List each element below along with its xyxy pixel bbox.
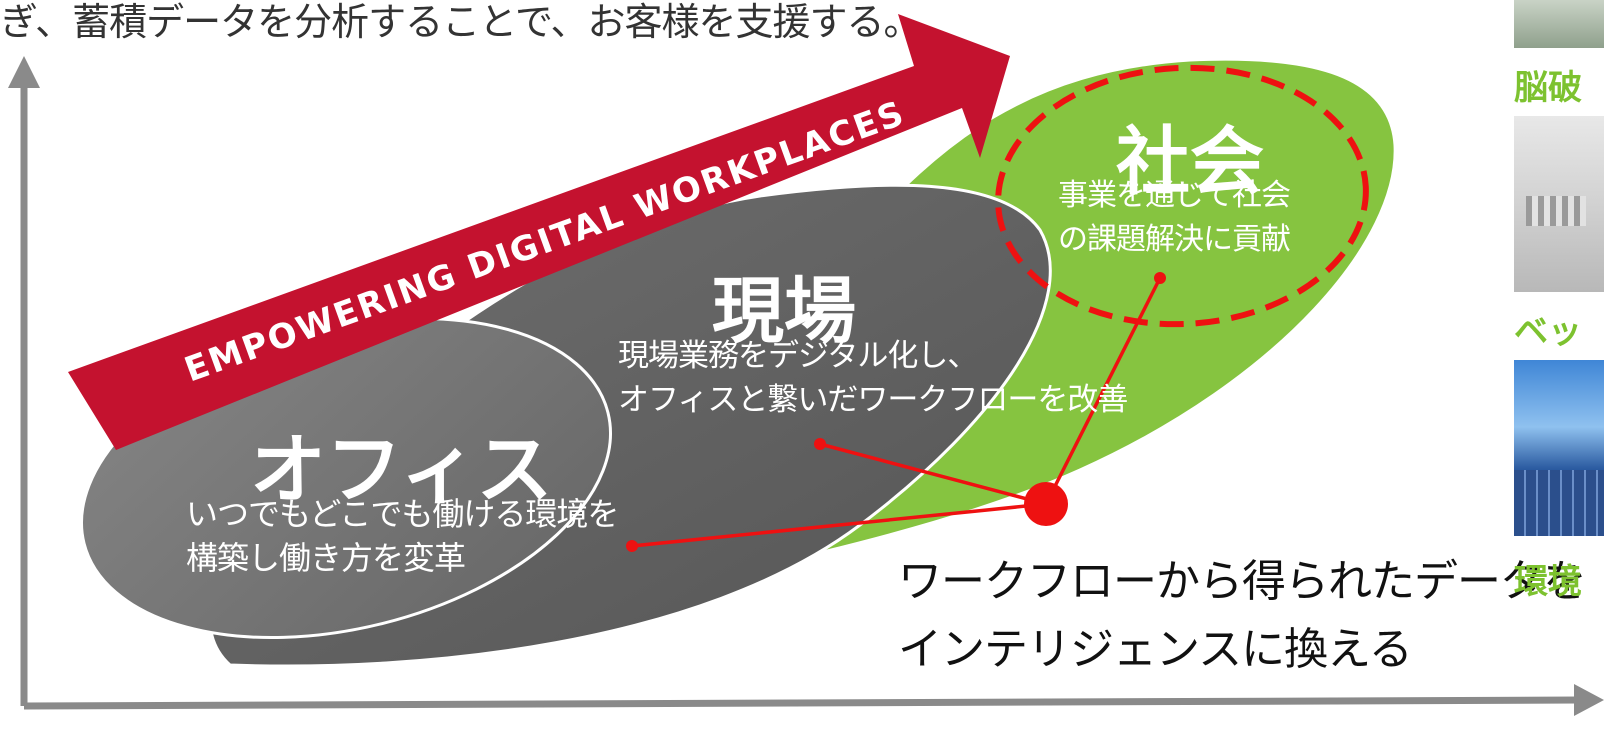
callout-line: インテリジェンスに換える <box>898 624 1413 675</box>
office-description-line: 構築し働き方を変革 <box>186 539 466 577</box>
x-axis <box>23 696 1581 710</box>
data-hub-dot <box>1024 482 1068 526</box>
field-point <box>814 438 826 450</box>
side-label-1: 脳破 <box>1514 68 1582 108</box>
society-description-line: 事業を通じて社会 <box>1058 178 1291 213</box>
solar-panel-grid <box>1514 470 1604 536</box>
office-description: いつでもどこでも働ける環境を 構築し働き方を変革 <box>186 492 619 580</box>
field-title: 現場 <box>712 269 857 353</box>
society-title: 社会 <box>1116 119 1264 205</box>
side-image-solar <box>1514 360 1604 536</box>
field-description-line: オフィスと繋いだワークフローを改善 <box>618 382 1128 418</box>
field-description: 現場業務をデジタル化し、 オフィスと繋いだワークフローを改善 <box>618 334 1128 422</box>
data-intelligence-callout: ワークフローから得られたデータを インテリジェンスに換える <box>898 548 1587 684</box>
top-caption: ぎ、蓄積データを分析することで、お客様を支援する。 <box>0 0 921 44</box>
society-description: 事業を通じて社会 の課題解決に貢献 <box>1058 174 1291 262</box>
link-office <box>631 502 1047 548</box>
office-description-line: いつでもどこでも働ける環境を <box>186 495 619 533</box>
x-axis-arrowhead <box>1574 684 1604 716</box>
link-field <box>819 442 1047 506</box>
field-description-line: 現場業務をデジタル化し、 <box>618 338 978 374</box>
callout-line: ワークフローから得られたデータを <box>898 556 1587 607</box>
banner-arrow <box>68 14 1010 450</box>
link-society <box>1044 277 1162 505</box>
side-label-3: 環境 <box>1514 562 1582 602</box>
office-title: オフィス <box>250 425 553 514</box>
side-label-2: ベッ <box>1514 312 1582 352</box>
society-description-line: の課題解決に貢献 <box>1058 222 1291 257</box>
y-axis-arrowhead <box>8 56 40 88</box>
society-highlight-circle <box>995 64 1369 328</box>
side-image-building <box>1514 116 1604 292</box>
side-image-top <box>1514 0 1604 48</box>
office-point <box>626 540 638 552</box>
building-window-row <box>1526 196 1586 226</box>
society-point <box>1154 272 1166 284</box>
